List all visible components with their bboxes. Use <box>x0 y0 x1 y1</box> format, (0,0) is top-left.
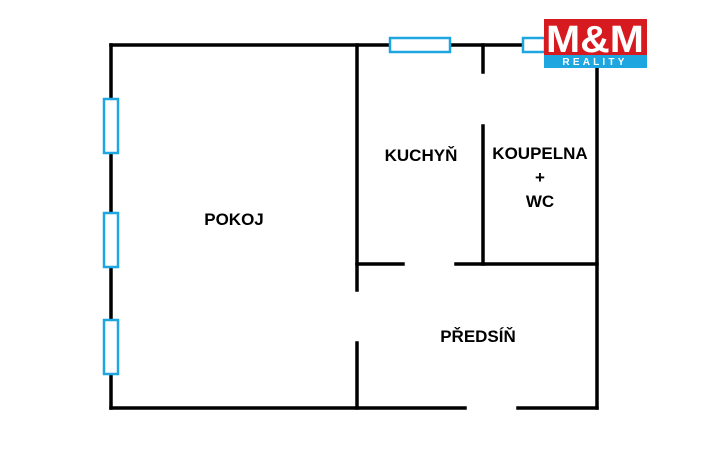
logo-main-text: M&M <box>546 19 644 61</box>
room-label-wc: WC <box>526 192 554 211</box>
window-left-2 <box>102 211 120 269</box>
window-left-3 <box>102 318 120 376</box>
logo-blue-band <box>544 55 647 68</box>
logo-red-block <box>544 19 647 55</box>
logo-sub-text: REALITY <box>562 57 627 68</box>
room-label-koupelna-plus: + <box>535 168 545 187</box>
room-label-predsin: PŘEDSÍŇ <box>440 327 516 346</box>
room-labels: POKOJ KUCHYŇ KOUPELNA + WC PŘEDSÍŇ <box>204 144 587 346</box>
window-top-koupelna <box>521 36 547 54</box>
logo: M&M REALITY <box>544 19 647 68</box>
window-top-kuchyn <box>388 36 452 54</box>
room-label-koupelna: KOUPELNA <box>492 144 587 163</box>
room-label-kuchyn: KUCHYŇ <box>385 146 458 165</box>
room-label-pokoj: POKOJ <box>204 210 264 229</box>
windows <box>102 36 547 376</box>
window-left-1 <box>102 97 120 155</box>
walls <box>109 43 599 410</box>
